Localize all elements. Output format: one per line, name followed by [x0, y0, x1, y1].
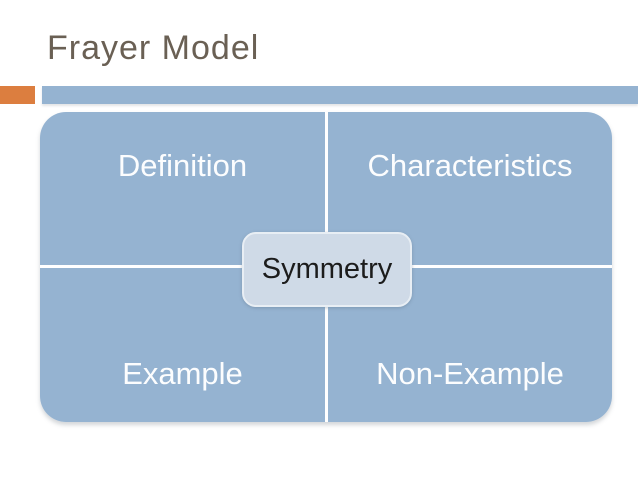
- quadrant-example-label: Example: [122, 356, 243, 392]
- accent-bar-blue: [42, 86, 638, 104]
- accent-bar-orange: [0, 86, 35, 104]
- quadrant-definition: Definition: [40, 112, 325, 265]
- quadrant-example: Example: [40, 268, 325, 422]
- slide-title: Frayer Model: [47, 29, 260, 67]
- frayer-quadrant-grid: Definition Characteristics Example Non-E…: [40, 112, 612, 422]
- quadrant-characteristics-label: Characteristics: [367, 148, 573, 183]
- quadrant-definition-label: Definition: [117, 148, 248, 183]
- quadrant-non-example-label: Non-Example: [376, 356, 564, 392]
- center-term-box: Symmetry: [242, 232, 412, 307]
- center-term-label: Symmetry: [261, 253, 393, 285]
